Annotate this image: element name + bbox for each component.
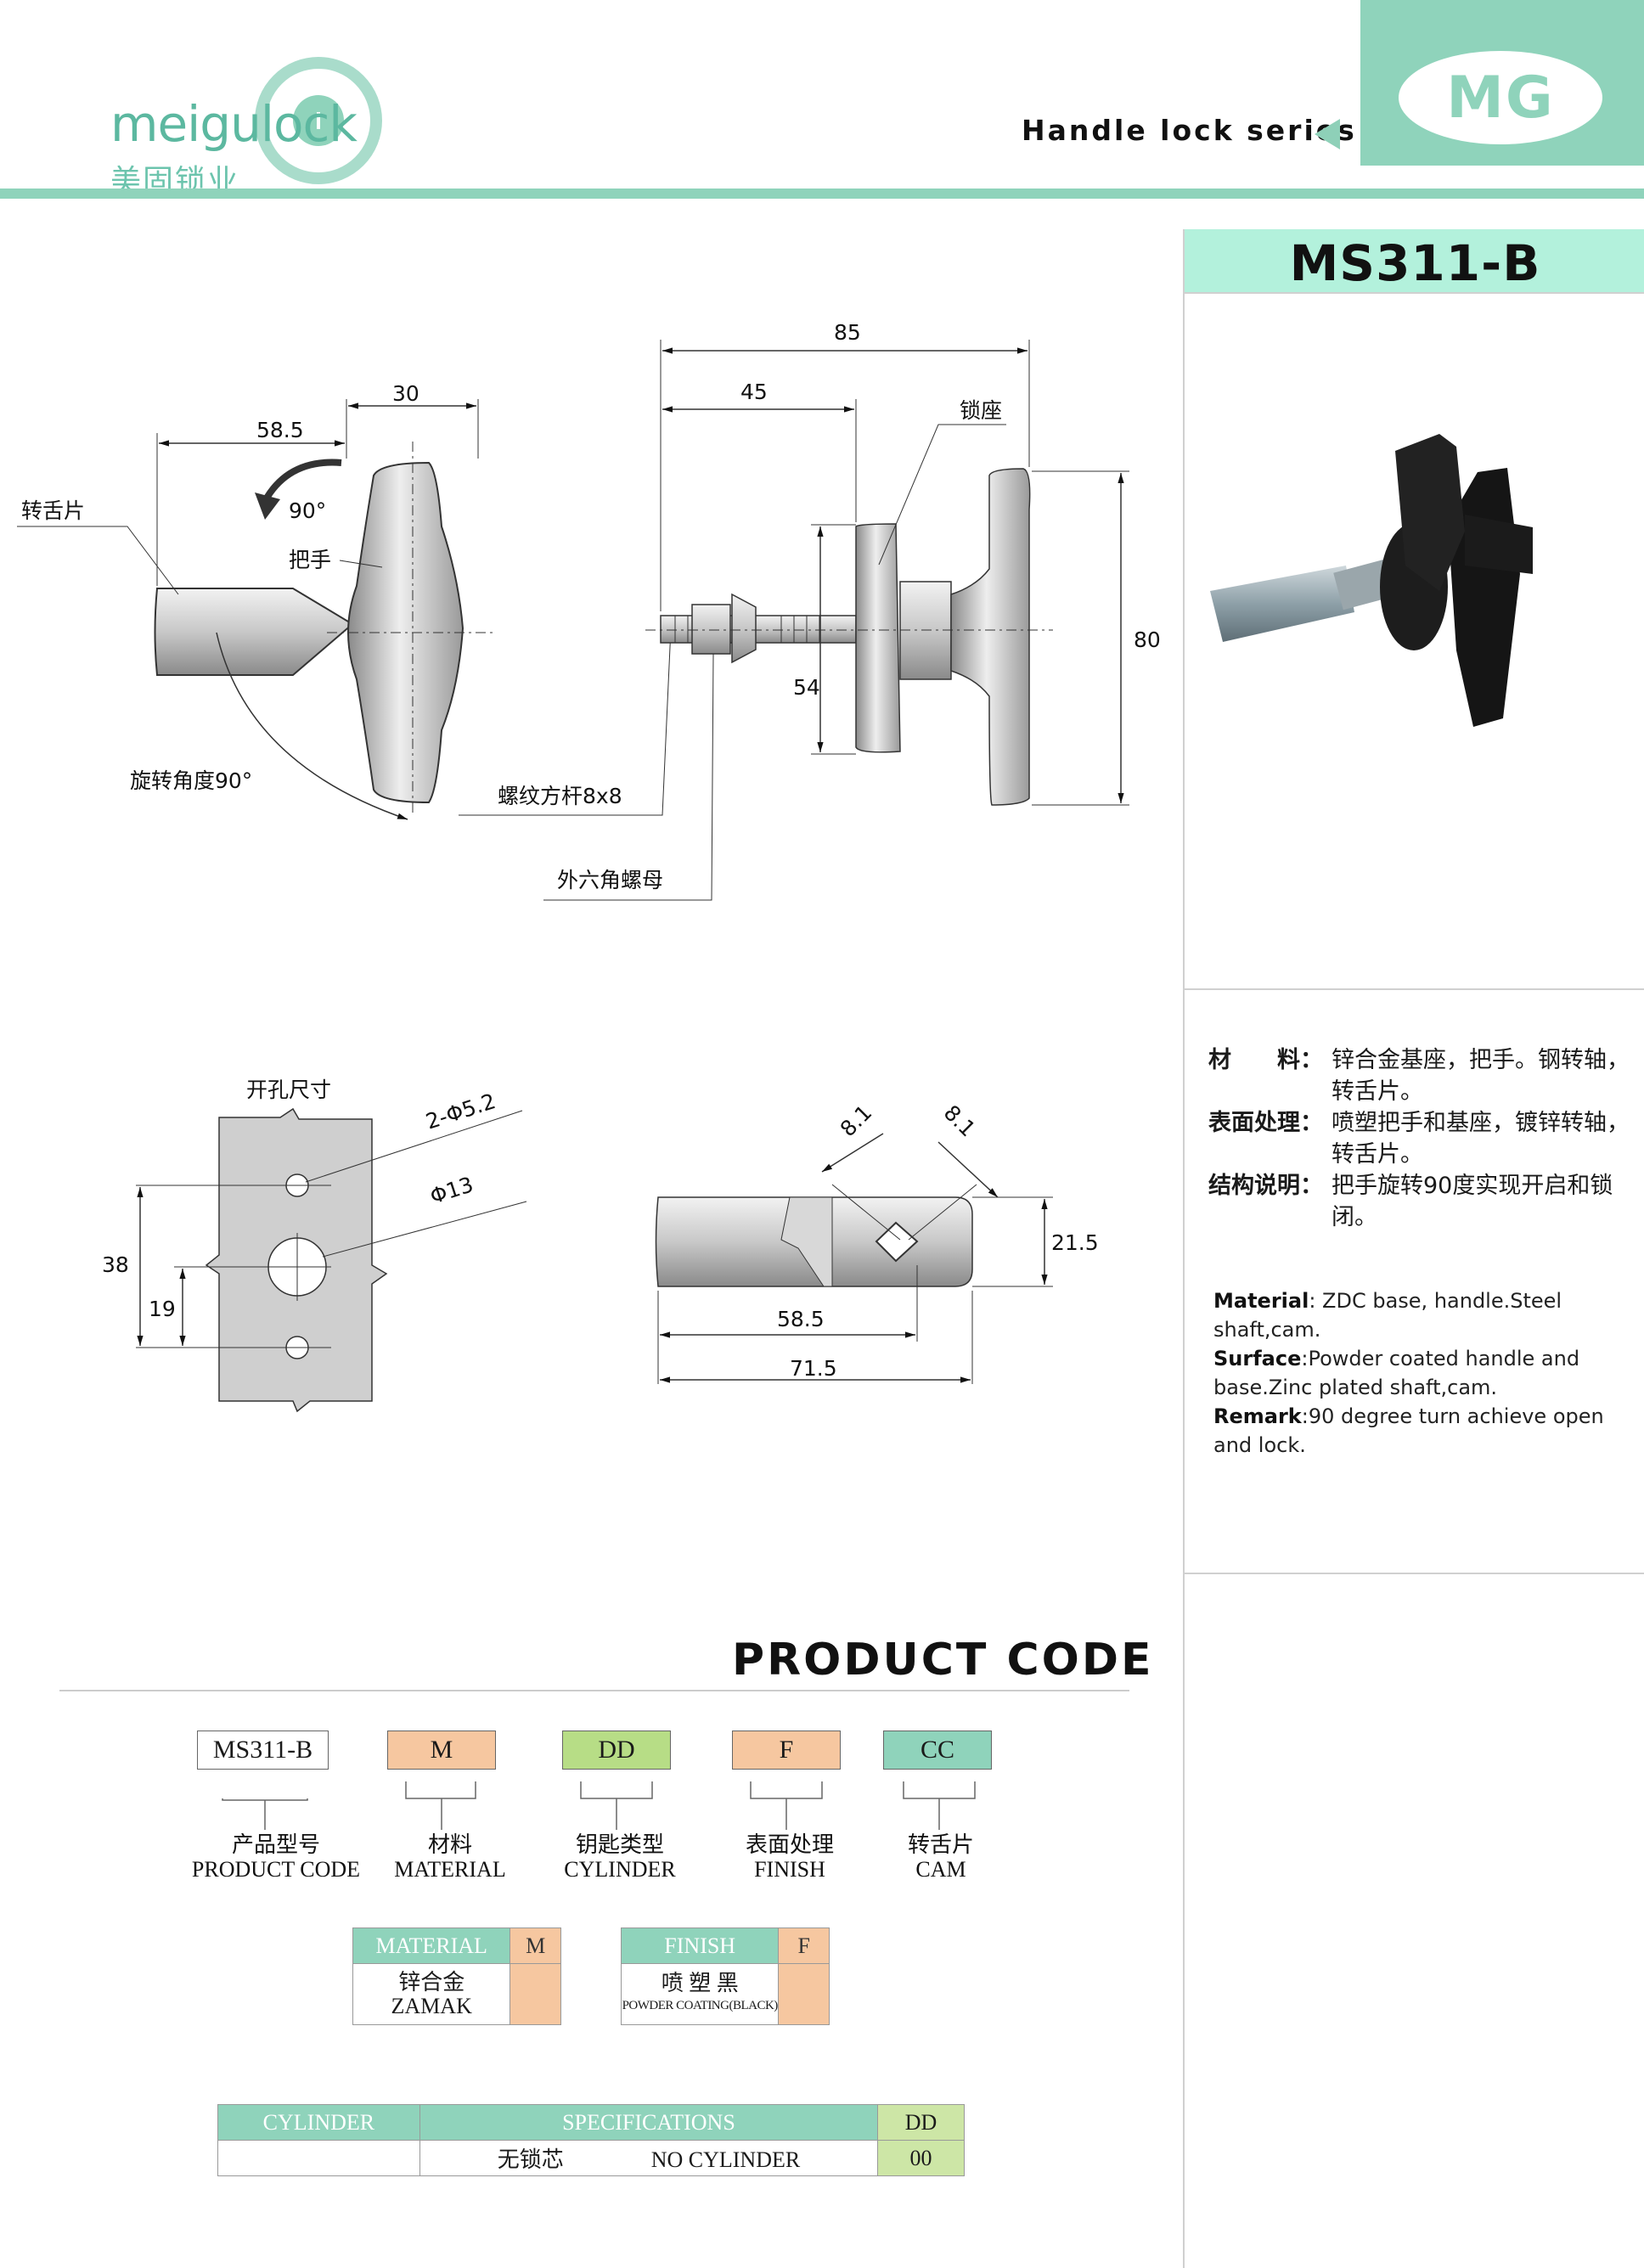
- spec-label: 材 料：: [1208, 1047, 1323, 1073]
- dim-45: 45: [740, 380, 768, 404]
- spec-row-remark: 结构说明： 把手旋转90度实现开启和锁闭。: [1208, 1170, 1641, 1233]
- spec-value: ZDC base, handle.Steel shaft,cam.: [1213, 1289, 1562, 1342]
- cylinder-header: CYLINDER: [217, 2104, 420, 2141]
- cylinder-code-value: 00: [877, 2140, 965, 2176]
- cylinder-spec-value: 无锁芯 NO CYLINDER: [419, 2140, 879, 2176]
- dim-58-5-cam: 58.5: [777, 1307, 825, 1331]
- brand-logo: meigulock 美固锁业: [106, 53, 429, 199]
- spec-surface-en: Surface:Powder coated handle and base.Zi…: [1213, 1347, 1580, 1399]
- base-label: 锁座: [960, 398, 1002, 423]
- spec-label: Remark: [1213, 1404, 1302, 1428]
- spec-remark-en: Remark:90 degree turn achieve open and l…: [1213, 1404, 1604, 1457]
- dim-21-5: 21.5: [1051, 1230, 1099, 1255]
- product-photo: [1185, 292, 1644, 990]
- material-header: MATERIAL: [352, 1928, 511, 1964]
- finish-value: 喷 塑 黑 POWDER COATING(BLACK): [620, 1963, 780, 2025]
- dim-80: 80: [1134, 627, 1161, 652]
- brand-badge: MG: [1360, 0, 1644, 166]
- dim-38: 38: [102, 1252, 129, 1277]
- spec-label: Surface: [1213, 1347, 1302, 1370]
- chinese-specifications: 材 料： 锌合金基座，把手。钢转轴，转舌片。 表面处理： 喷塑把手和基座，镀锌转…: [1208, 1044, 1641, 1233]
- specification-panel: [1185, 990, 1644, 1574]
- caption-finish: 表面处理 FINISH: [745, 1832, 834, 1882]
- product-code-title: PRODUCT CODE: [732, 1635, 1154, 1686]
- code-cylinder: DD: [562, 1731, 671, 1770]
- nut-label: 外六角螺母: [557, 868, 663, 892]
- finish-header: FINISH: [620, 1928, 780, 1964]
- dim-54: 54: [793, 675, 820, 700]
- product-code-divider: [59, 1690, 1129, 1691]
- page-header: meigulock 美固锁业 Handle lock series MG: [0, 0, 1644, 204]
- t-handle-lock-photo: [1210, 434, 1533, 727]
- model-bar: MS311-B: [1185, 229, 1644, 292]
- dim-58-5: 58.5: [256, 418, 304, 442]
- code-model: MS311-B: [197, 1731, 329, 1770]
- cylinder-table: CYLINDER SPECIFICATIONS DD 无锁芯 NO CYLIND…: [217, 2104, 965, 2176]
- dim-8-1-a: 8.1: [836, 1100, 877, 1142]
- spec-row-material: 材 料： 锌合金基座，把手。钢转轴，转舌片。: [1208, 1044, 1641, 1107]
- cam-drawing: 8.1 8.1 21.5 58.5 71.5: [655, 1100, 1099, 1384]
- cylinder-empty-cell: [217, 2140, 420, 2176]
- spec-value: 喷塑把手和基座，镀锌转轴，转舌片。: [1332, 1110, 1630, 1168]
- caption-model: 产品型号 PRODUCT CODE: [191, 1832, 361, 1882]
- dim-8-1-b: 8.1: [939, 1100, 981, 1142]
- material-code-cell: [510, 1963, 561, 2025]
- finish-table: FINISH F 喷 塑 黑 POWDER COATING(BLACK): [620, 1928, 830, 2025]
- code-finish: F: [732, 1731, 841, 1770]
- finish-code-header: F: [778, 1928, 830, 1964]
- dim-19: 19: [149, 1297, 176, 1321]
- spec-label: Material: [1213, 1289, 1309, 1313]
- spec-row-surface: 表面处理： 喷塑把手和基座，镀锌转轴，转舌片。: [1208, 1107, 1641, 1170]
- rotate-angle-label: 旋转角度90°: [130, 768, 252, 793]
- spec-label: 表面处理：: [1208, 1110, 1323, 1136]
- spec-value: 90 degree turn achieve open and lock.: [1213, 1404, 1604, 1457]
- cam-label: 转舌片: [21, 498, 85, 523]
- material-code-header: M: [510, 1928, 561, 1964]
- spec-value: 锌合金基座，把手。钢转轴，转舌片。: [1332, 1047, 1630, 1105]
- brand-oval: MG: [1399, 51, 1602, 144]
- finish-code-cell: [778, 1963, 830, 2025]
- product-info-column: MS311-B: [1183, 229, 1644, 2268]
- material-value: 锌合金 ZAMAK: [352, 1963, 511, 2025]
- spec-label: 结构说明：: [1208, 1173, 1323, 1199]
- code-cam: CC: [883, 1731, 992, 1770]
- technical-drawings: 30 58.5 90° 把手 转舌片 旋转角度90° 螺纹方杆8x8 外六角螺母: [17, 320, 1161, 1413]
- english-specifications: Material: ZDC base, handle.Steel shaft,c…: [1213, 1286, 1613, 1460]
- caption-cam: 转舌片 CAM: [907, 1832, 974, 1882]
- hole-large-label: Φ13: [427, 1172, 476, 1208]
- material-table: MATERIAL M 锌合金 ZAMAK: [352, 1928, 561, 2025]
- spec-value: 把手旋转90度实现开启和锁闭。: [1332, 1173, 1613, 1230]
- specifications-header: SPECIFICATIONS: [419, 2104, 879, 2141]
- triangle-left-icon: [1315, 119, 1340, 149]
- dim-30: 30: [392, 381, 419, 406]
- brand-initials: MG: [1446, 65, 1555, 132]
- handle-label: 把手: [289, 548, 331, 572]
- rotation-90: 90°: [289, 498, 326, 523]
- dim-71-5: 71.5: [790, 1356, 837, 1381]
- logo-wordmark: meigulock: [110, 95, 358, 153]
- front-view-drawing: 85 45 锁座 80 54: [645, 320, 1161, 806]
- caption-material: 材料 MATERIAL: [394, 1832, 506, 1882]
- cutout-drawing: 38 19 开孔尺寸 2-Φ5.2 Φ13: [102, 1078, 527, 1413]
- caption-cylinder: 钥匙类型 CYLINDER: [564, 1832, 676, 1882]
- header-divider: [0, 189, 1644, 199]
- spec-material-en: Material: ZDC base, handle.Steel shaft,c…: [1213, 1289, 1562, 1342]
- logo-ring-icon: [255, 57, 382, 184]
- hole-small-label: 2-Φ5.2: [423, 1089, 498, 1134]
- model-name: MS311-B: [1289, 234, 1541, 292]
- series-title: Handle lock series: [1022, 114, 1357, 147]
- spec-value: Powder coated handle and base.Zinc plate…: [1213, 1347, 1580, 1399]
- dd-header: DD: [877, 2104, 965, 2141]
- dim-85: 85: [834, 320, 861, 345]
- cutout-title: 开孔尺寸: [246, 1078, 331, 1102]
- code-material: M: [387, 1731, 496, 1770]
- code-brackets: [222, 1781, 976, 1830]
- thread-label: 螺纹方杆8x8: [498, 784, 622, 808]
- side-view-drawing: 30 58.5 90° 把手 转舌片 旋转角度90° 螺纹方杆8x8 外六角螺母: [17, 381, 714, 901]
